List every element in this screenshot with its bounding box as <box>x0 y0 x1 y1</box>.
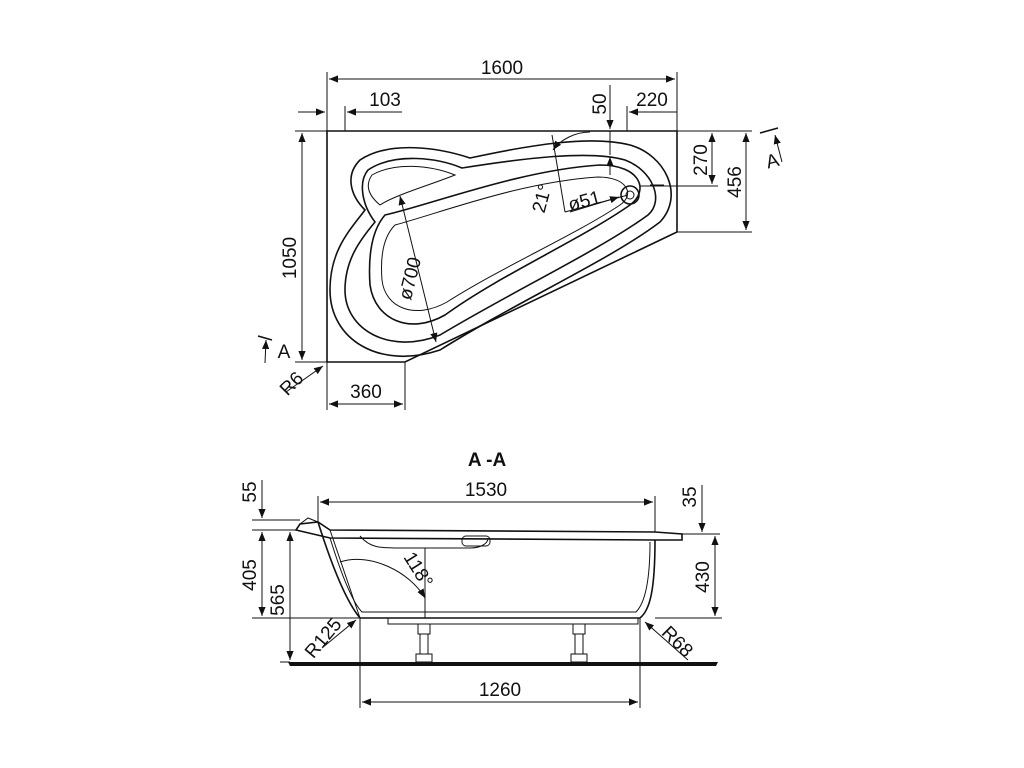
angle-arc-21 <box>552 131 591 151</box>
section-title: A -A <box>468 450 507 471</box>
dim-label-1600: 1600 <box>481 58 523 79</box>
dim-label-55: 55 <box>240 481 261 502</box>
floor-line <box>288 662 718 666</box>
dim-label-1050: 1050 <box>280 237 301 279</box>
dim-label-103: 103 <box>369 90 401 111</box>
section-mark-left: A <box>257 335 291 364</box>
dim-line-700 <box>398 195 438 343</box>
dim-line-r6 <box>285 365 324 393</box>
angle-label-21: 21° <box>529 182 557 215</box>
left-foot-bracket <box>417 623 431 635</box>
section-label-right: A <box>764 150 782 174</box>
angle-ref-line <box>551 134 566 213</box>
angle-arc-118 <box>339 558 426 599</box>
tub-inner-section <box>329 537 651 613</box>
tub-rim <box>329 140 672 358</box>
tub-rim-section <box>294 521 683 541</box>
tub-basin <box>368 164 641 325</box>
dim-label-700: ø700 <box>395 255 426 302</box>
dim-label-220: 220 <box>636 90 668 111</box>
support-feet <box>387 617 639 663</box>
dim-label-r6: R6 <box>276 368 308 400</box>
tub-outline-plan <box>326 130 678 363</box>
right-foot-leg <box>574 633 584 655</box>
armrest-section <box>461 535 491 547</box>
dim-label-1260: 1260 <box>479 680 521 701</box>
dim-label-430: 430 <box>693 561 714 593</box>
angle-ref-left <box>329 529 361 619</box>
dim-label-35: 35 <box>680 486 701 507</box>
dim-label-456: 456 <box>725 166 746 198</box>
section-label-left: A <box>278 342 291 363</box>
dim-label-r68: R68 <box>657 622 696 661</box>
dim-label-360: 360 <box>350 382 382 403</box>
right-foot-pad <box>570 653 588 663</box>
dim-label-51: ø51 <box>566 187 603 216</box>
section-view: A -A 1530 55 <box>240 450 722 708</box>
dim-label-r125: R125 <box>301 614 346 662</box>
headrest <box>367 165 457 206</box>
dim-label-270: 270 <box>691 144 712 176</box>
dim-label-405: 405 <box>240 559 261 591</box>
left-foot-leg <box>419 633 429 655</box>
dim-label-1530: 1530 <box>465 480 507 501</box>
dim-label-50: 50 <box>590 93 611 114</box>
dim-line-51 <box>569 196 620 213</box>
dim-line-r125 <box>321 619 357 649</box>
tub-basin-inner <box>381 176 629 311</box>
right-foot-bracket <box>572 623 586 635</box>
angle-label-118: 118° <box>399 548 437 591</box>
plan-view: 1600 103 50 220 1050 270 456 21° <box>257 58 783 410</box>
left-foot-pad <box>415 653 433 663</box>
dim-label-565: 565 <box>268 584 289 616</box>
section-mark-right: A <box>759 127 783 174</box>
tub-inner-rim <box>344 154 657 343</box>
dim-line-r68 <box>644 621 689 661</box>
headrest-section <box>359 535 489 549</box>
drain-inner-icon <box>625 190 635 200</box>
drain-icon <box>620 185 640 205</box>
rim-lip <box>299 517 319 525</box>
